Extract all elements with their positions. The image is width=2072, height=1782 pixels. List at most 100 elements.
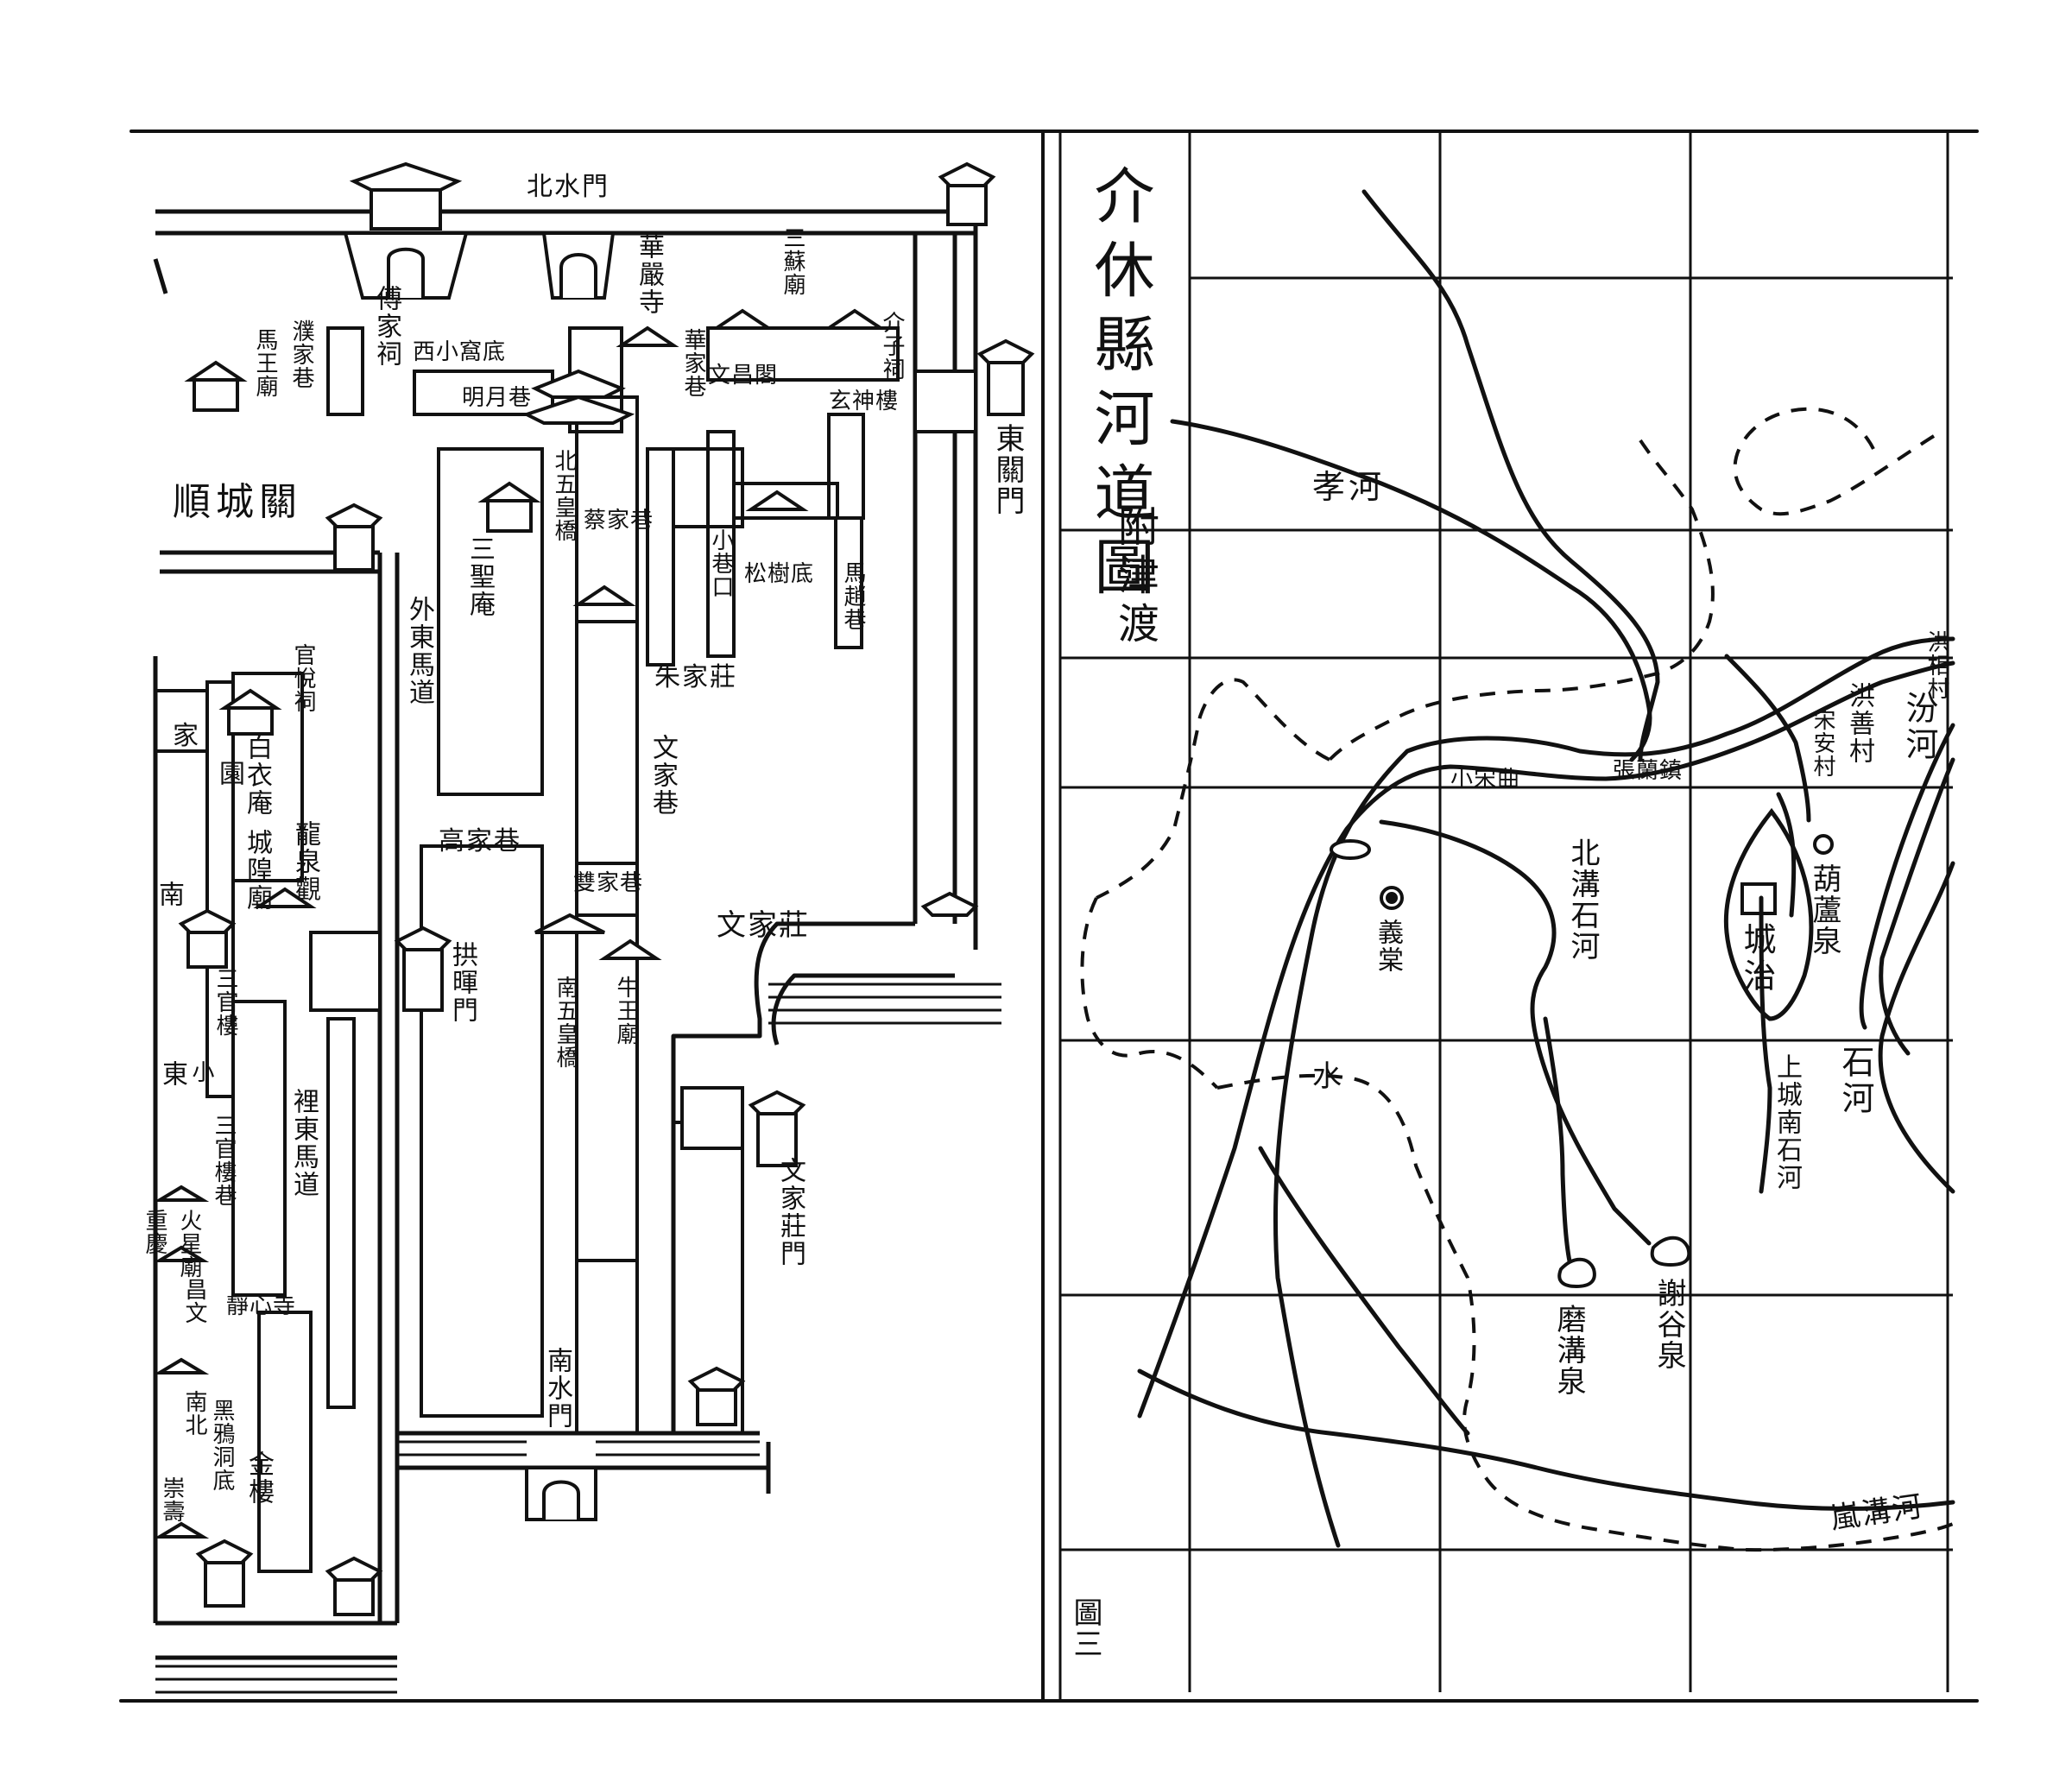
label-zhujia-zhuang: 朱家莊 — [654, 662, 737, 692]
label-north-wuhao-bridge: 北五皇橋 — [551, 449, 577, 542]
label-jingxin-temple: 靜心寺 — [226, 1293, 297, 1319]
huoxing-temple — [153, 1185, 210, 1202]
hulu-spring-mark — [1813, 834, 1834, 855]
fen-east-branch-2 — [1879, 757, 1955, 1056]
label-xiegu-spring: 謝谷泉 — [1652, 1278, 1686, 1371]
label-gaojia-lane: 高家巷 — [439, 826, 521, 856]
river-map-subtitle: 附津渡 — [1110, 505, 1159, 650]
label-xixiao-wodi: 西小窩底 — [413, 339, 507, 365]
label-changwen: 昌文 — [181, 1278, 207, 1324]
label-xuanshen-tower: 玄神樓 — [829, 389, 900, 414]
label-waidong-madao: 外東馬道 — [404, 596, 434, 706]
label-xiao: 小 — [188, 1060, 214, 1084]
niuwang-temple — [598, 938, 662, 960]
stream-to-city — [1724, 654, 1811, 823]
label-songshu-di: 松樹底 — [744, 561, 815, 587]
label-huayan-temple: 華嚴寺 — [634, 233, 664, 316]
label-chongqing: 重慶 — [142, 1209, 167, 1255]
label-jiezi-shrine: 介子祠 — [879, 311, 905, 381]
label-wenjia-zhuang: 文家莊 — [717, 908, 810, 943]
fen-river-line-a — [1273, 636, 1955, 1548]
boundary-dashes — [1080, 407, 1954, 1552]
label-wenchang-pavilion: 文昌閣 — [708, 363, 779, 389]
label-jinjia-lane: 濮家巷 — [288, 319, 314, 389]
label-fujia-shrine: 傅家祠 — [371, 285, 401, 368]
label-nanbei: 南北 — [181, 1390, 207, 1437]
xiao-river-line — [1170, 419, 1652, 762]
label-chengnan-shihe: 上城南石河 — [1772, 1053, 1802, 1191]
label-shi-river: 石河 — [1836, 1045, 1874, 1117]
label-chengzhi: 城治 — [1738, 922, 1776, 995]
label-sansheng-nunnery: 三聖庵 — [464, 535, 495, 618]
label-shuncheng-guan: 順城關 — [173, 480, 302, 524]
jiuyu-river-line — [1361, 189, 1660, 762]
label-zhanglan-town: 張蘭鎮 — [1613, 758, 1684, 784]
label-chongshou: 崇壽 — [159, 1476, 185, 1523]
chongshou-temple — [153, 1521, 210, 1539]
ne-corner-tower — [938, 161, 996, 187]
xiegu-spring-mark — [1650, 1235, 1691, 1267]
label-baiyi-nunnery: 白衣庵 — [242, 734, 272, 817]
label-xiao-lanekou: 小巷口 — [708, 528, 734, 598]
label-xiao-river: 孝河 — [1312, 468, 1386, 506]
label-south-wuhao-bridge: 南五皇橋 — [553, 976, 578, 1069]
label-jia: 家 — [173, 721, 200, 751]
label-south-water-gate: 南水門 — [542, 1347, 572, 1430]
label-wenjiazhuang-gate: 文家莊門 — [775, 1157, 805, 1267]
label-yueming-lane: 明月巷 — [462, 385, 533, 411]
label-longquan-temple: 龍泉觀 — [290, 820, 320, 903]
city-seal-square — [1740, 882, 1777, 915]
label-water: 水 — [1312, 1059, 1343, 1094]
jinlou-tower — [195, 1539, 254, 1564]
label-niuwang-temple: 牛王廟 — [613, 976, 639, 1046]
songshu-temple — [745, 490, 809, 511]
label-huoxing-temple: 火星廟 — [176, 1209, 202, 1279]
river-symbols — [1330, 834, 1834, 1289]
label-mawang-temple: 馬王廟 — [252, 328, 278, 398]
stream-east-city — [1776, 792, 1797, 918]
gonghui-gate — [309, 931, 382, 1012]
label-north-water-gate: 北水門 — [527, 172, 610, 202]
label-dongguan-gate: 東關門 — [990, 423, 1025, 516]
label-jiajia-lane: 蔡家巷 — [584, 508, 654, 534]
shuncheng-tower — [325, 502, 383, 528]
longquan-temple — [253, 887, 317, 908]
label-fen-river: 汾河 — [1900, 691, 1938, 763]
changwen-temple — [153, 1245, 210, 1262]
label-hongshan-village: 洪善村 — [1844, 682, 1874, 765]
xuanshen-tower — [531, 369, 626, 399]
label-huajia-lane: 華家巷 — [680, 328, 706, 398]
label-xiaosong: 小宋曲 — [1450, 767, 1521, 793]
label-hongxiang-village: 洪相村 — [1924, 630, 1949, 700]
fanwang-temple — [572, 585, 636, 606]
label-songan-village: 宋安村 — [1810, 708, 1835, 778]
gate-towers — [153, 161, 1035, 1616]
sansheng-temple — [477, 481, 541, 502]
label-gonghui-gate: 拱暉門 — [447, 941, 477, 1024]
fen-river-line-b — [1137, 660, 1955, 1419]
wenjiazhuang-gate — [680, 1086, 744, 1150]
label-dong: 東 — [157, 1060, 187, 1088]
label-shuangjia-lane: 雙家巷 — [573, 870, 644, 896]
mogou-stream — [1543, 1016, 1574, 1272]
label-mogou-spring: 磨溝泉 — [1551, 1304, 1586, 1397]
wuhao-temple — [534, 913, 605, 934]
jiezi-temple — [823, 308, 887, 330]
mawang-temple — [184, 360, 248, 382]
se-corner-tower — [920, 891, 979, 917]
river-map-title: 介休縣河道圖 — [1084, 164, 1155, 610]
river-map-grid — [1060, 131, 1953, 1692]
east-gate — [913, 370, 977, 433]
nanbei-temple — [153, 1357, 210, 1374]
label-hulu-spring: 葫蘆泉 — [1807, 863, 1841, 957]
plate-label: 圖三 — [1068, 1597, 1102, 1659]
label-yitang: 義棠 — [1373, 919, 1403, 974]
city-island — [1723, 807, 1814, 1021]
label-mazhao-lane: 馬趙巷 — [840, 561, 866, 631]
label-chenghuang-temple: 城隍廟 — [242, 829, 272, 912]
label-wenjia-lane: 文家巷 — [648, 734, 678, 817]
label-guangsheng-shrine: 官悅祠 — [290, 643, 316, 713]
label-sansu-temple: 三蘇廟 — [780, 226, 805, 296]
